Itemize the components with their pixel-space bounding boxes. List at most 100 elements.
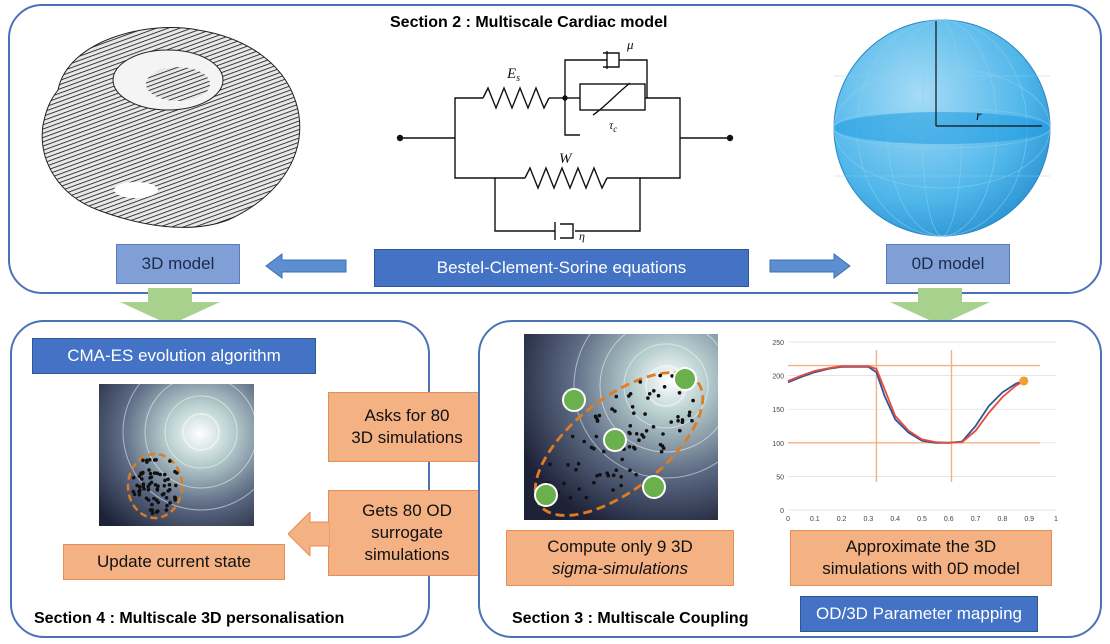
scatter-dot [659, 449, 664, 454]
scatter-dot [145, 458, 149, 463]
arrow-left-to-update [288, 512, 330, 556]
scatter-dot [152, 458, 157, 462]
scatter-dot [592, 446, 596, 451]
scatter-dot [137, 474, 142, 478]
scatter-dot [562, 481, 566, 486]
scatter-dot [634, 432, 639, 436]
scatter-dot [131, 475, 136, 480]
scatter-dot [687, 413, 691, 418]
scatter-dot [611, 473, 616, 478]
scatter-dot [691, 398, 695, 403]
scatter-dot [566, 463, 570, 467]
scatter-dot [646, 396, 650, 400]
scatter-dot [669, 420, 673, 424]
scatter-dot [628, 468, 632, 473]
green-arrow-down-right [890, 288, 990, 325]
scatter-dot [680, 420, 685, 424]
scatter-dot [593, 414, 598, 419]
scatter-dot [595, 419, 600, 423]
bestel-circuit-diagram: Es μ τc W η [396, 37, 734, 243]
heart-mesh-image [41, 27, 301, 228]
approximate-box: Approximate the 3D simulations with 0D m… [790, 530, 1052, 586]
sigma-contour-plot [524, 334, 718, 520]
gets-line-2: surrogate [371, 522, 443, 542]
scatter-dot [150, 508, 155, 512]
scatter-dot [150, 502, 154, 507]
scatter-dot [141, 458, 145, 463]
scatter-dot [687, 410, 692, 415]
scatter-dot [690, 418, 694, 423]
scatter-dot [155, 487, 160, 491]
scatter-dot [147, 458, 152, 462]
cma-es-label: CMA-ES evolution algorithm [32, 338, 316, 374]
scatter-dot [641, 435, 646, 439]
scatter-dot [651, 425, 656, 429]
section-4-title: Section 4 : Multiscale 3D personalisatio… [34, 610, 345, 627]
cma-contour-plot-small [99, 384, 254, 526]
scatter-dot [137, 493, 142, 497]
scatter-dot [137, 484, 142, 489]
scatter-dot [162, 484, 167, 488]
scatter-dot [153, 483, 158, 487]
chart-plot-area [788, 342, 1056, 510]
scatter-dot [637, 438, 641, 442]
scatter-dot [167, 483, 172, 487]
scatter-dot [174, 483, 178, 488]
scatter-dot [158, 472, 162, 477]
scatter-dot [173, 498, 177, 502]
green-arrow-down-left [120, 288, 220, 325]
scatter-dot [619, 475, 623, 479]
chart-x-tick-label: 0.2 [837, 516, 847, 523]
scatter-dot [630, 405, 635, 409]
scatter-dot [670, 374, 674, 378]
scatter-dot [643, 412, 647, 416]
scatter-dot [614, 394, 619, 399]
scatter-dot [611, 488, 615, 492]
scatter-dot [656, 393, 661, 398]
scatter-dot [165, 503, 169, 508]
scatter-dot [632, 411, 636, 415]
parameter-mapping-label: OD/3D Parameter mapping [800, 596, 1038, 632]
scatter-dot [633, 447, 637, 451]
scatter-dot [160, 492, 165, 497]
scatter-dot [168, 459, 172, 463]
chart-y-tick-label: 150 [772, 407, 784, 414]
scatter-dot [597, 413, 602, 418]
chart-y-tick-label: 250 [772, 340, 784, 347]
scatter-dot [152, 471, 157, 475]
scatter-dot [678, 428, 682, 433]
section-2-title: Section 2 : Multiscale Cardiac model [390, 14, 668, 31]
approx-line-1: Approximate the 3D [845, 536, 997, 556]
chart-y-tick-label: 200 [772, 374, 784, 381]
gets-line-1: Gets 80 OD [362, 500, 452, 520]
scatter-dot [568, 496, 573, 500]
scatter-dot [620, 457, 624, 462]
scatter-dot [677, 391, 682, 395]
scatter-dot [156, 509, 160, 513]
asks-line-1: Asks for 80 [364, 405, 450, 425]
scatter-dot [634, 472, 638, 477]
scatter-dot [166, 489, 170, 493]
scatter-dot [166, 477, 170, 481]
scatter-dot [627, 445, 632, 449]
scatter-dot [619, 483, 623, 488]
scatter-dot [138, 488, 142, 492]
scatter-dot [594, 434, 599, 439]
chart-x-tick-label: 0.3 [864, 516, 874, 523]
scatter-dot [613, 409, 617, 413]
scatter-dot [627, 394, 631, 398]
scatter-dot [627, 430, 631, 435]
chart-y-tick-label: 50 [776, 474, 784, 481]
scatter-dot [595, 474, 599, 478]
scatter-dot [614, 468, 619, 472]
scatter-dot [548, 462, 552, 467]
scatter-dot [676, 415, 680, 419]
scatter-dot [652, 389, 656, 393]
chart-x-tick-label: 0.1 [810, 516, 820, 523]
scatter-dot [592, 481, 596, 485]
scatter-dot [155, 471, 159, 476]
chart-end-marker [1019, 376, 1029, 386]
scatter-dot [132, 492, 137, 497]
scatter-dot [676, 419, 680, 423]
